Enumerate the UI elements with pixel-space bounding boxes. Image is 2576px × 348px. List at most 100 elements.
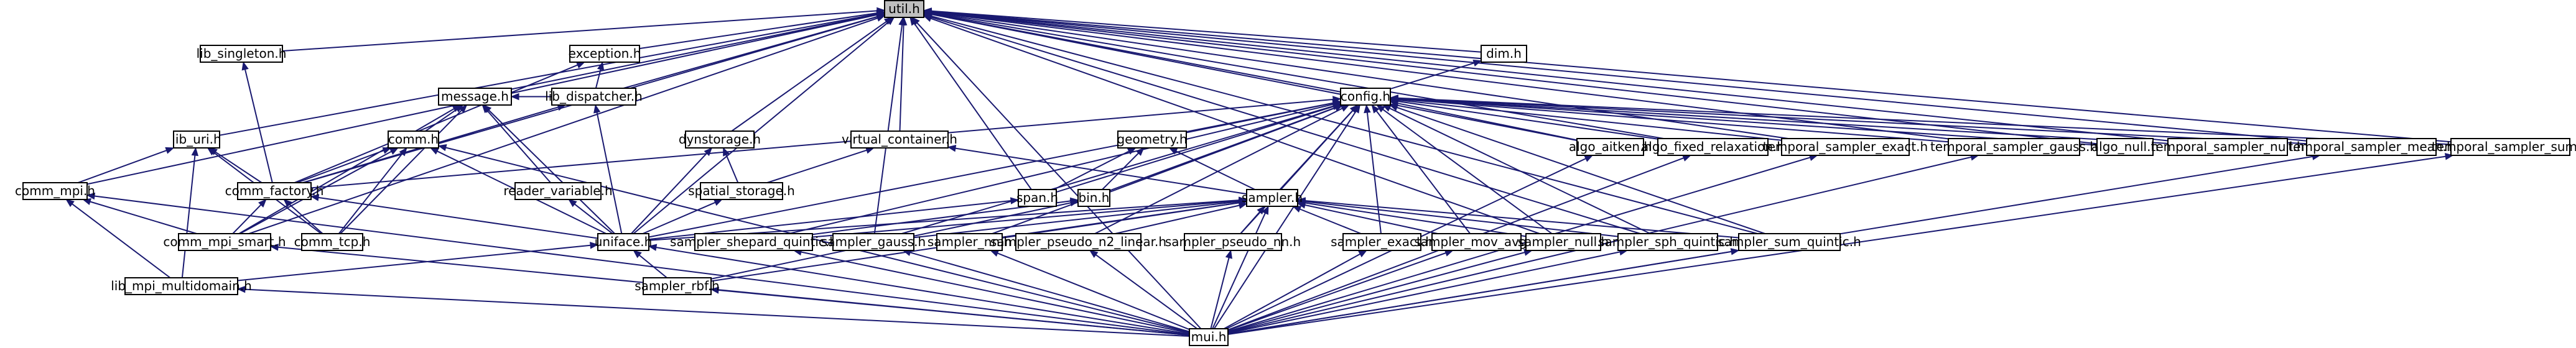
arrowhead-icon bbox=[1730, 248, 1740, 255]
node-box bbox=[301, 233, 363, 251]
arrowhead-icon bbox=[633, 250, 642, 259]
arrowhead-icon bbox=[269, 244, 279, 251]
edge-comm-factory-h-to-comm-h bbox=[297, 147, 392, 183]
edge-sampler-sum-quintic-h-to-sampler-h bbox=[1296, 197, 1739, 239]
node-reader-variable-h[interactable]: reader_variable.h bbox=[503, 182, 613, 200]
node-bin-h[interactable]: bin.h bbox=[1077, 189, 1110, 207]
node-label: lib_mpi_multidomain.h bbox=[111, 278, 252, 293]
node-lib-uri-h[interactable]: lib_uri.h bbox=[172, 130, 221, 149]
node-box bbox=[200, 45, 283, 63]
edge-line bbox=[1397, 98, 1949, 143]
node-label: mui.h bbox=[1191, 329, 1227, 344]
edge-mui-h-to-sampler-pseudo-n2-linear-h bbox=[1089, 250, 1198, 329]
arrowhead-icon bbox=[1239, 196, 1248, 204]
arrowhead-icon bbox=[429, 147, 439, 155]
edge-mui-h-to-sampler-pseudo-nn-h bbox=[1210, 249, 1232, 329]
node-algo-fixed-relaxation-h[interactable]: algo_fixed_relaxation.h bbox=[1641, 138, 1785, 156]
node-spatial-storage-h[interactable]: spatial_storage.h bbox=[688, 182, 795, 200]
node-comm-mpi-h[interactable]: comm_mpi.h bbox=[15, 182, 95, 200]
node-sampler-sph-quintic-h[interactable]: sampler_sph_quintic.h bbox=[1598, 233, 1737, 251]
node-exception-h[interactable]: exception.h bbox=[569, 45, 641, 63]
edge-line bbox=[1397, 97, 2452, 145]
node-comm-tcp-h[interactable]: comm_tcp.h bbox=[294, 233, 371, 251]
edge-line bbox=[913, 201, 1240, 239]
node-label: comm_factory.h bbox=[225, 183, 324, 198]
arrowhead-icon bbox=[593, 104, 601, 114]
edge-line bbox=[1304, 204, 1438, 234]
node-label: uniface.h bbox=[595, 234, 653, 249]
edge-mui-h-to-sampler-null-h bbox=[1227, 249, 1533, 333]
node-sampler-pseudo-n2-linear-h[interactable]: sampler_pseudo_n2_linear.h bbox=[990, 233, 1166, 251]
edge-line bbox=[232, 204, 262, 234]
node-dim-h[interactable]: dim.h bbox=[1481, 45, 1527, 63]
edge-line bbox=[1227, 252, 1446, 331]
edge-line bbox=[899, 24, 904, 132]
node-label: sampler_null.h bbox=[1518, 234, 1609, 249]
arrowhead-icon bbox=[1389, 94, 1398, 102]
node-sampler-rbf-h[interactable]: sampler_rbf.h bbox=[635, 277, 720, 295]
edge-line bbox=[1397, 98, 2169, 144]
edge-line bbox=[873, 24, 903, 234]
node-temporal-sampler-gauss-h[interactable]: temporal_sampler_gauss.h bbox=[1930, 138, 2098, 156]
edge-line bbox=[1382, 109, 1553, 234]
arrowhead-icon bbox=[207, 147, 216, 156]
edge-line bbox=[801, 251, 1190, 334]
node-temporal-sampler-sum-h[interactable]: temporal_sampler_sum.h bbox=[2432, 138, 2576, 156]
edge-line bbox=[731, 21, 887, 132]
node-sampler-shepard-quintic-h[interactable]: sampler_shepard_quintic.h bbox=[670, 233, 837, 251]
node-span-h[interactable]: span.h bbox=[1016, 189, 1058, 207]
edge-line bbox=[1397, 106, 1765, 234]
node-lib-singleton-h[interactable]: lib_singleton.h bbox=[197, 45, 287, 63]
node-uniface-h[interactable]: uniface.h bbox=[595, 233, 653, 251]
node-label: bin.h bbox=[1079, 190, 1110, 205]
node-virtual-container-h[interactable]: virtual_container.h bbox=[842, 130, 957, 149]
node-config-h[interactable]: config.h bbox=[1340, 88, 1391, 106]
arrowhead-icon bbox=[483, 104, 492, 113]
node-algo-null-h[interactable]: algo_null.h bbox=[2091, 138, 2159, 156]
edge-line bbox=[1176, 150, 1255, 190]
node-temporal-sampler-mean-h[interactable]: temporal_sampler_mean.h bbox=[2288, 138, 2455, 156]
arrowhead-icon bbox=[876, 14, 886, 22]
node-sampler-exact-h[interactable]: sampler_exact.h bbox=[1331, 233, 1433, 251]
edge-sampler-null-h-to-sampler-h bbox=[1296, 199, 1527, 237]
edge-line bbox=[639, 254, 667, 278]
node-lib-mpi-multidomain-h[interactable]: lib_mpi_multidomain.h bbox=[111, 277, 252, 295]
edge-line bbox=[931, 11, 2452, 143]
node-sampler-h[interactable]: sampler.h bbox=[1242, 189, 1303, 207]
node-temporal-sampler-exact-h[interactable]: temporal_sampler_exact.h bbox=[1763, 138, 1928, 156]
node-sampler-mov-avg-h[interactable]: sampler_mov_avg.h bbox=[1414, 233, 1539, 251]
node-box bbox=[884, 0, 924, 18]
edge-line bbox=[181, 155, 196, 278]
node-sampler-nn-h[interactable]: sampler_nn.h bbox=[928, 233, 1011, 251]
node-comm-h[interactable]: comm.h bbox=[388, 130, 439, 149]
edge-line bbox=[1300, 208, 1362, 234]
node-sampler-gauss-h[interactable]: sampler_gauss.h bbox=[821, 233, 926, 251]
edge-line bbox=[72, 203, 171, 278]
node-sampler-pseudo-nn-h[interactable]: sampler_pseudo_nn.h bbox=[1165, 233, 1301, 251]
edge-line bbox=[916, 22, 1202, 329]
node-comm-mpi-smart-h[interactable]: comm_mpi_smart.h bbox=[163, 233, 286, 251]
node-sampler-null-h[interactable]: sampler_null.h bbox=[1518, 233, 1609, 251]
edge-comm-factory-h-to-lib-uri-h bbox=[208, 147, 263, 183]
node-label: util.h bbox=[888, 1, 920, 16]
node-label: algo_null.h bbox=[2091, 139, 2159, 154]
node-geometry-h[interactable]: geometry.h bbox=[1117, 130, 1188, 149]
node-sampler-sum-quintic-h[interactable]: sampler_sum_quintic.h bbox=[1718, 233, 1861, 251]
edge-line bbox=[931, 15, 1758, 234]
arrowhead-icon bbox=[1257, 206, 1265, 215]
node-temporal-sampler-null-h[interactable]: temporal_sampler_null.h bbox=[2151, 138, 2305, 156]
node-box bbox=[1576, 138, 1644, 156]
node-lib-dispatcher-h[interactable]: lib_dispatcher.h bbox=[545, 88, 643, 106]
node-mui-h[interactable]: mui.h bbox=[1189, 328, 1229, 346]
edge-line bbox=[931, 12, 1788, 139]
edge-line bbox=[244, 288, 1190, 337]
edge-mui-h-to-comm-h bbox=[437, 144, 1190, 333]
node-dynstorage-h[interactable]: dynstorage.h bbox=[679, 130, 761, 149]
edge-sampler-h-to-virtual-container-h bbox=[947, 145, 1247, 195]
node-algo-aitken-h[interactable]: algo_aitken.h bbox=[1569, 138, 1652, 156]
edge-line bbox=[340, 109, 462, 234]
node-message-h[interactable]: message.h bbox=[438, 88, 512, 106]
node-comm-factory-h[interactable]: comm_factory.h bbox=[225, 182, 324, 200]
node-util-h[interactable]: util.h bbox=[884, 0, 924, 18]
edge-line bbox=[1115, 204, 1240, 234]
